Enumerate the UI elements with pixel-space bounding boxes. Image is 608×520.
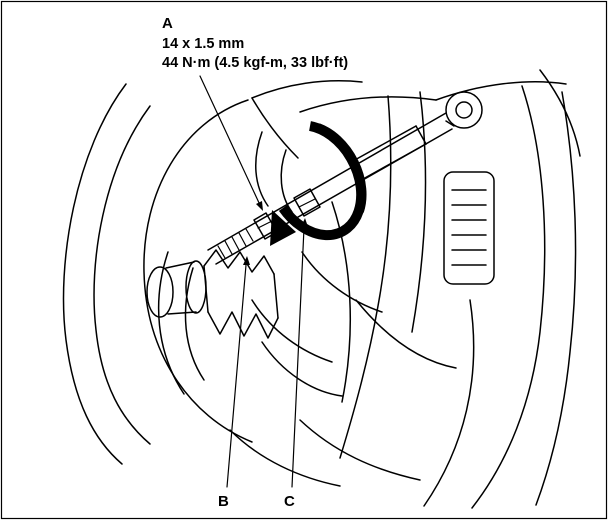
thread-tick: [231, 236, 240, 251]
body-line: [339, 95, 392, 459]
knuckle-line: [251, 97, 299, 159]
leader-line-a: [199, 75, 261, 206]
callout-leaders: [199, 75, 308, 488]
knuckle-line: [280, 149, 293, 213]
adjuster-hex: [293, 188, 321, 217]
thread-size-text: 14 x 1.5 mm: [162, 36, 244, 52]
suspension-line: [251, 299, 333, 363]
body-line: [471, 85, 546, 509]
body-line: [251, 80, 363, 99]
body-line: [299, 96, 437, 113]
wheel-arch: [143, 99, 253, 443]
bracket: [443, 171, 495, 285]
boot-edge: [273, 273, 279, 319]
knuckle-line: [255, 131, 269, 207]
leader-line-b: [226, 264, 247, 488]
tie-rod: [207, 91, 483, 265]
rod-sleeve: [362, 143, 427, 180]
subframe-line: [355, 299, 457, 369]
tie-rod-edge: [207, 112, 447, 251]
body-line: [435, 80, 567, 101]
axle-cap: [185, 260, 207, 314]
thread-tick: [245, 228, 254, 242]
leader-line-c: [291, 227, 305, 488]
torque-spec-text: 44 N·m (4.5 kgf-m, 33 lbf·ft): [162, 55, 348, 71]
fender-line: [62, 83, 127, 465]
suspension-line: [261, 341, 343, 397]
axle-line: [167, 311, 197, 315]
suspension-line: [301, 251, 383, 313]
fender-line: [93, 105, 151, 445]
body-line: [535, 91, 577, 506]
body-line: [423, 299, 475, 507]
suspension-line: [331, 201, 352, 403]
leader-arrowhead-a: [256, 201, 263, 211]
locknut: [253, 212, 278, 240]
lower-line: [229, 429, 341, 487]
thread-section: [217, 228, 254, 259]
thread-tick: [224, 240, 233, 255]
rod-sleeve-cap: [415, 125, 427, 145]
thread-tick: [238, 232, 247, 247]
leader-arrowhead-c: [301, 218, 308, 227]
axle-line: [165, 261, 195, 269]
thread-tick: [217, 245, 226, 259]
leader-arrowhead-b: [243, 256, 250, 265]
rod-end-link: [445, 120, 455, 127]
lower-line: [299, 419, 421, 481]
rod-sleeve: [352, 125, 417, 162]
axle-cap: [146, 266, 174, 318]
cv-boot: [146, 249, 279, 339]
body-line: [411, 91, 427, 333]
rotation-arrowhead: [270, 210, 296, 246]
adjuster-facet: [298, 198, 316, 208]
boot-pleats-bottom: [207, 311, 279, 339]
rod-end-eye: [445, 91, 483, 129]
boot-pleats-top: [203, 249, 275, 275]
vehicle-illustration: [62, 69, 581, 509]
callout-a-label: A: [162, 15, 173, 32]
callout-c-label: C: [284, 493, 295, 510]
callout-b-label: B: [218, 493, 229, 510]
rotation-arc: [316, 123, 367, 213]
rod-end-eye-center: [455, 101, 473, 119]
boot-edge: [203, 265, 209, 313]
rotation-arc: [278, 121, 367, 241]
rotation-arrow-icon: [270, 121, 367, 246]
tire-line: [184, 267, 205, 381]
locknut-facet: [257, 220, 273, 229]
tire-line: [157, 251, 185, 395]
